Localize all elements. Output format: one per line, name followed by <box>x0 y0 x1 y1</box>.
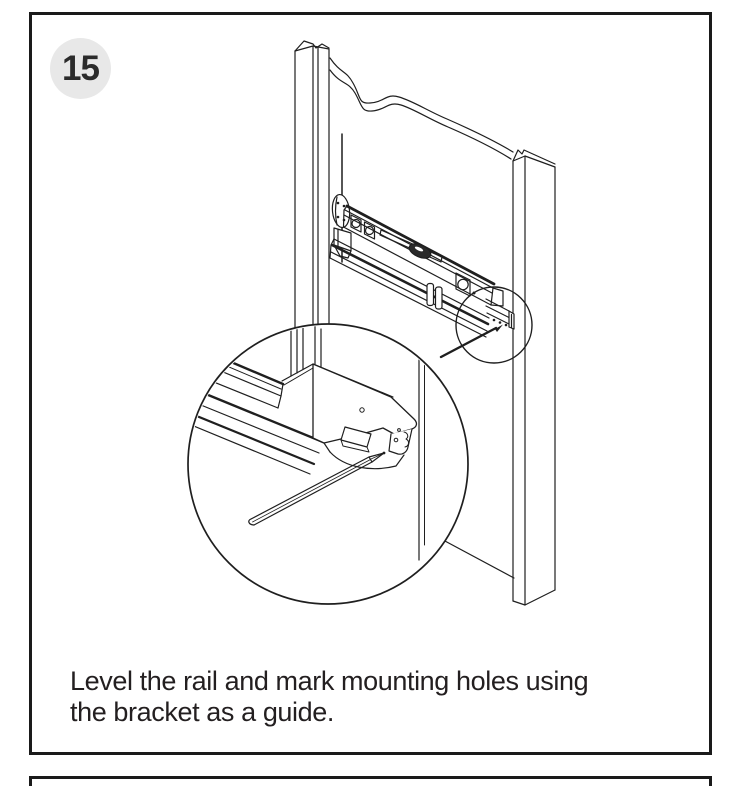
step-number-badge: 15 <box>50 38 111 99</box>
step-number: 15 <box>62 48 100 88</box>
caption-line-2: the bracket as a guide. <box>70 697 334 727</box>
step-caption: Level the rail and mark mounting holes u… <box>70 666 670 728</box>
detail-callout-circle <box>455 286 533 364</box>
pencil-small <box>439 326 498 359</box>
magnified-bracket-icon <box>312 363 418 470</box>
caption-line-1: Level the rail and mark mounting holes u… <box>70 666 589 696</box>
left-wall-stud-icon <box>294 40 330 341</box>
magnified-detail-circle <box>187 323 469 605</box>
spirit-level-icon <box>342 204 504 307</box>
wall-break-edge-icon <box>329 57 514 160</box>
magnified-stud-icon <box>290 325 322 377</box>
next-panel-top-edge <box>29 776 712 786</box>
right-wall-stud-icon <box>429 149 556 606</box>
wall-mounting-bracket-icon <box>331 193 352 259</box>
rail-end-bracket-icon <box>439 298 515 359</box>
pencil-icon <box>248 451 386 526</box>
mounting-rail-icon <box>329 238 490 338</box>
magnified-detail-content <box>189 325 425 561</box>
